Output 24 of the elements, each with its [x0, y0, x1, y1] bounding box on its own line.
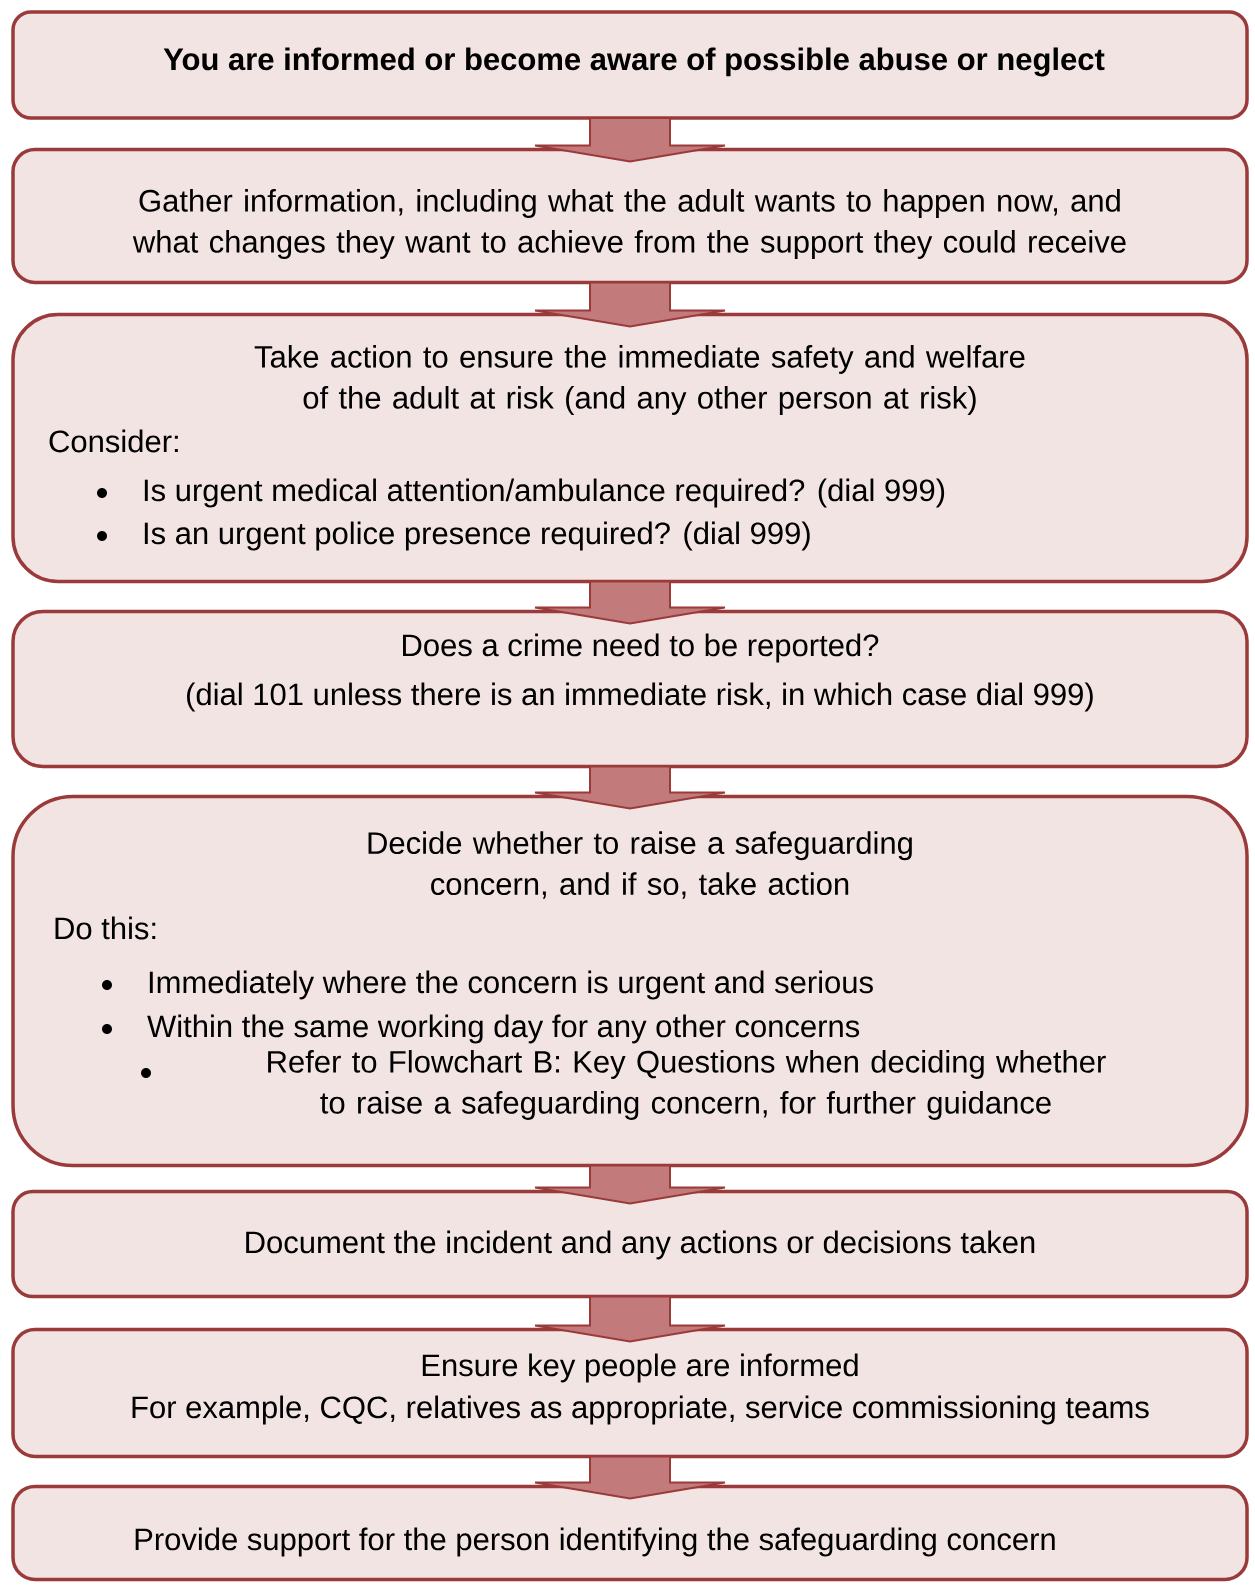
block-arrow [534, 1455, 726, 1500]
block-arrow [534, 117, 726, 163]
block-arrow [534, 281, 726, 328]
step-text: Decide whether to raise a safeguarding concern, and if so, take action [368, 831, 912, 899]
prompt-text: Do this: [55, 916, 156, 940]
bullet-item: Within the same working day for any other concerns [147, 1014, 860, 1044]
step-text: Does a crime need to be reported? [403, 633, 879, 663]
step-text: Provide support for the person identifying the safeguarding concern [135, 1527, 1055, 1557]
step-text: Ensure key people are informed [422, 1353, 858, 1383]
step-text: (dial 101 unless there is an immediate risk, in which case dial 999) [187, 682, 1093, 712]
step-text: Gather information, including what the adult wants to happen now, and what changes they want to achieve from the support they could receive [132, 189, 1126, 259]
bullet-item: Is an urgent police presence required? (dial 999) [144, 521, 810, 551]
bullet-item: Refer to Flowchart B: Key Questions when deciding whether to raise a safeguarding concern, for further guidance [268, 1050, 1106, 1120]
step-text: Take action to ensure the immediate safety and welfare of the adult at risk (and any other person at risk) [254, 345, 1025, 415]
block-arrow [534, 1164, 726, 1205]
block-arrow [534, 580, 726, 625]
step-text: Document the incident and any actions or decisions taken [246, 1230, 1035, 1260]
prompt-text: Consider: [49, 429, 178, 453]
block-arrow [534, 765, 726, 810]
bullet-item: Immediately where the concern is urgent and serious [149, 970, 873, 1000]
step-text: For example, CQC, relatives as appropriate, service commissioning teams [132, 1395, 1149, 1425]
bullet-item: Is urgent medical attention/ambulance required? (dial 999) [144, 478, 945, 508]
step-text: You are informed or become aware of possible abuse or neglect [163, 47, 1105, 77]
block-arrow [534, 1295, 726, 1343]
